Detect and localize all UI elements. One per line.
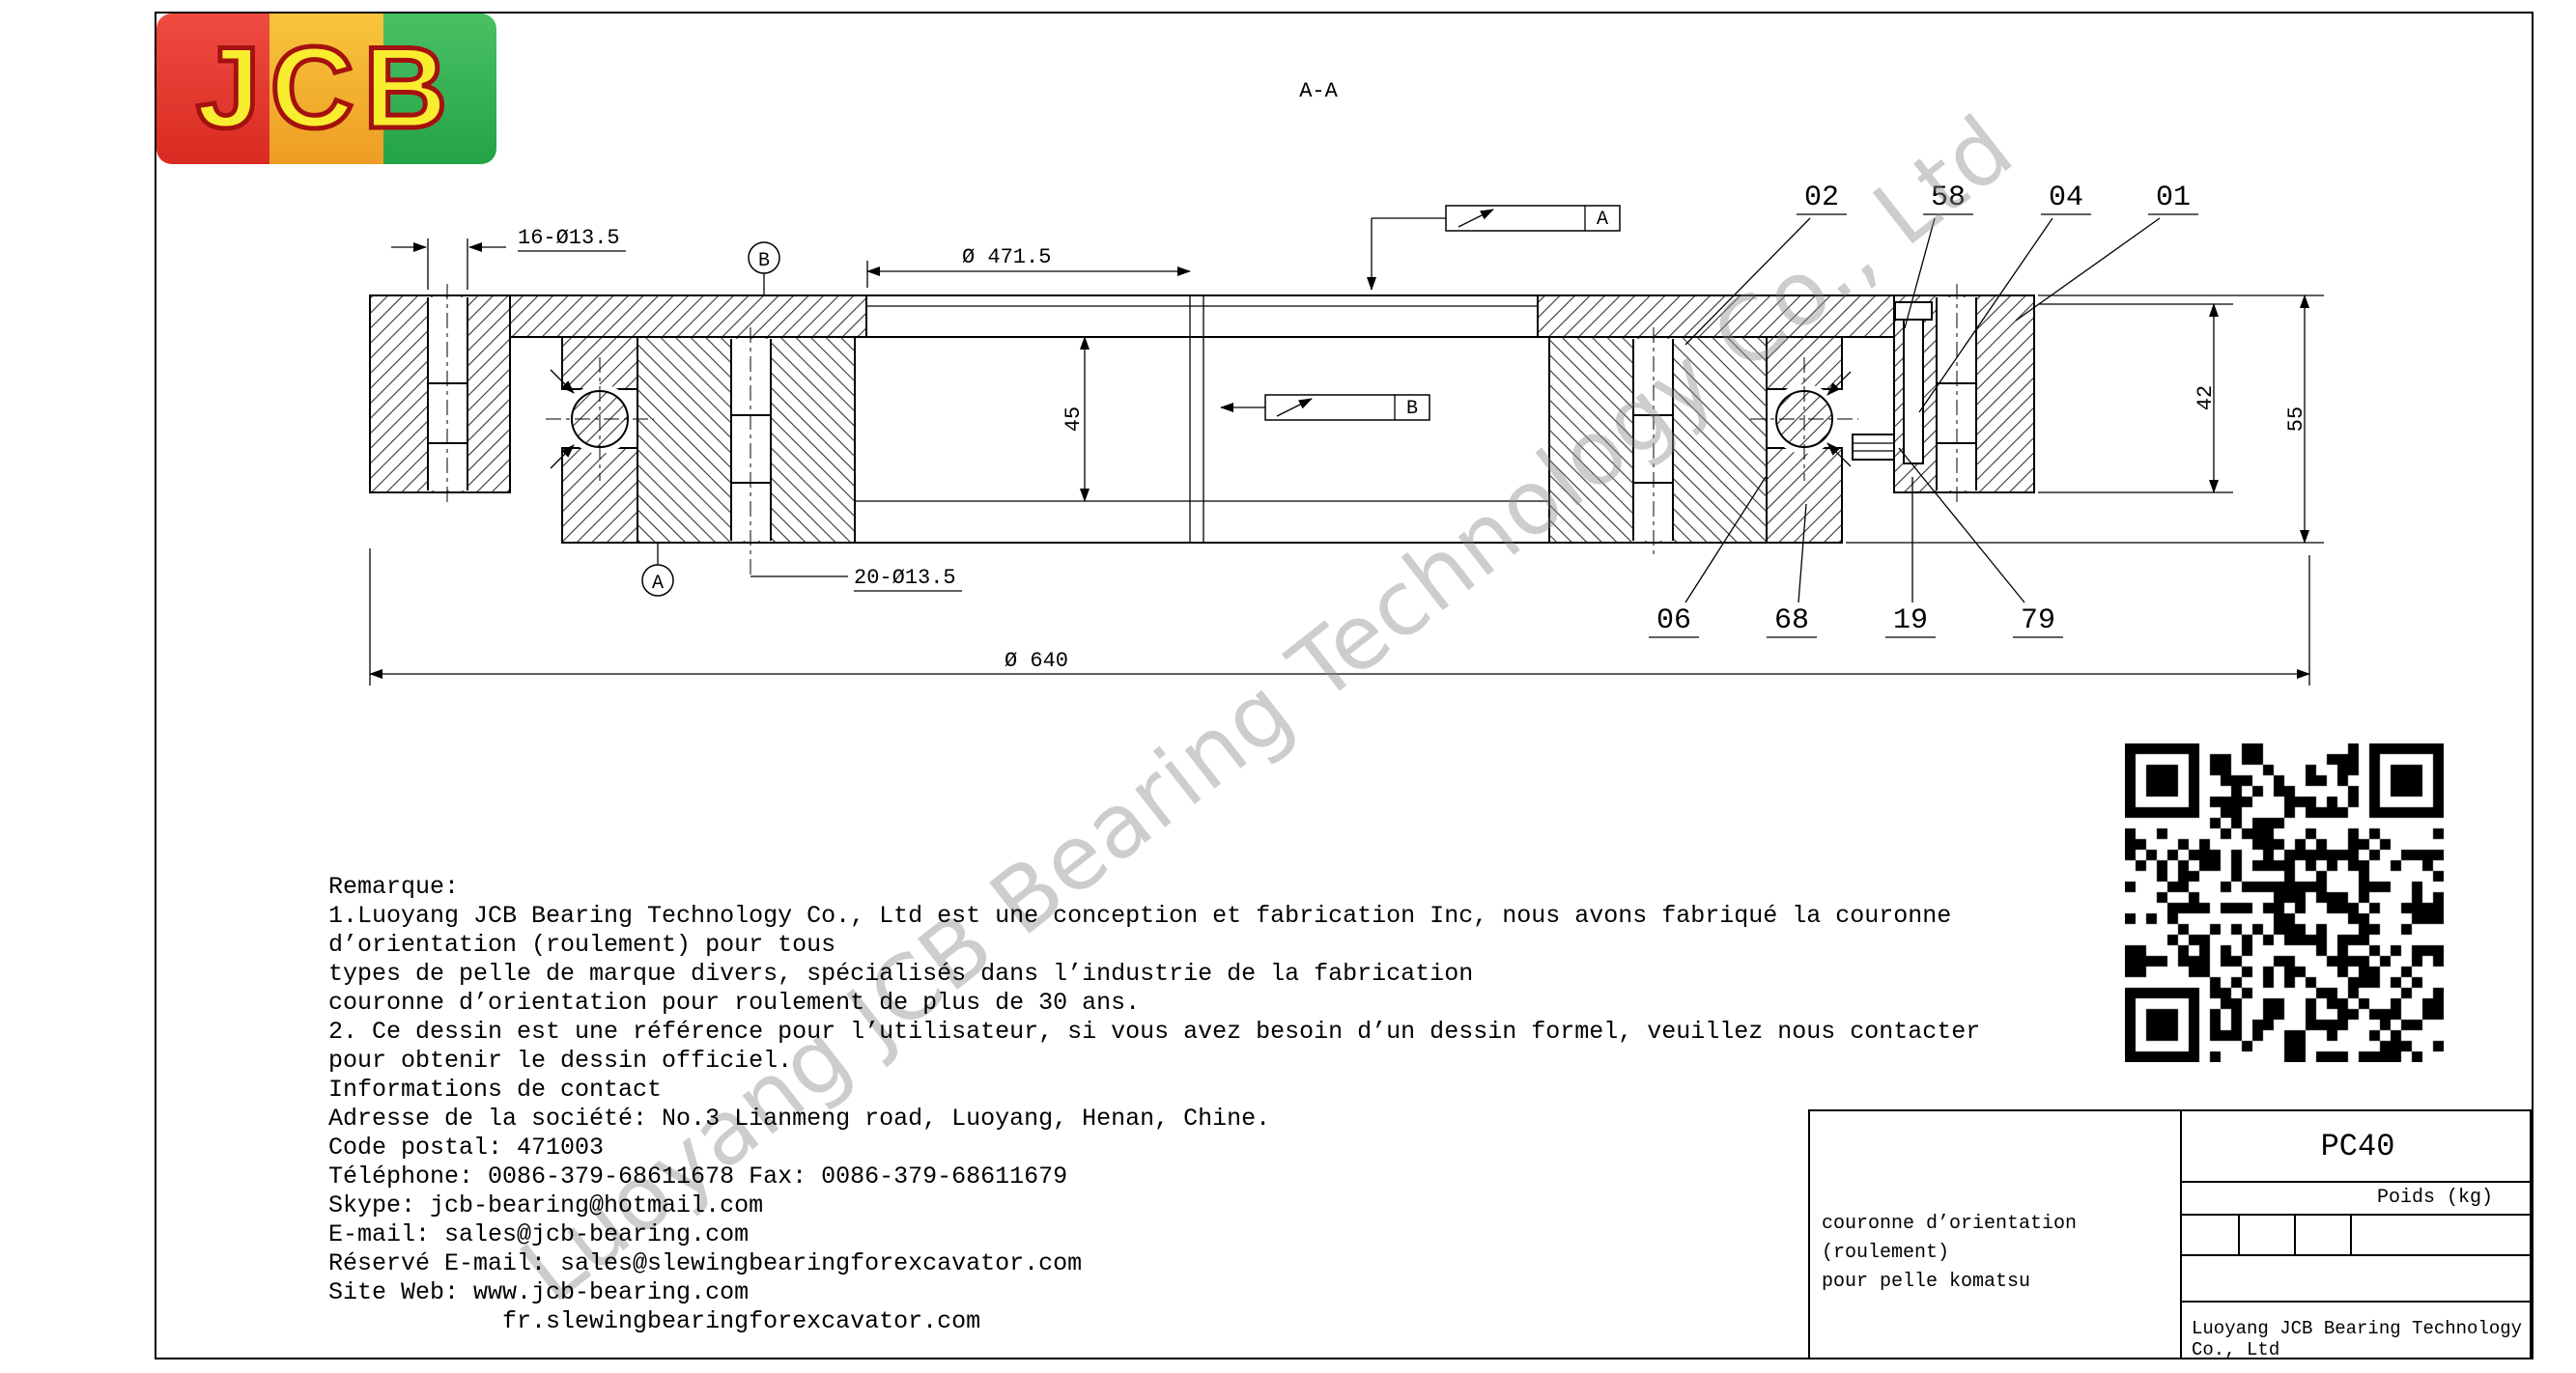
note-line: Réservé E-mail: sales@slewingbearingfore…: [328, 1249, 1083, 1277]
svg-text:04: 04: [2049, 182, 2083, 214]
svg-text:06: 06: [1656, 604, 1691, 637]
svg-text:Ø 640: Ø 640: [1005, 649, 1068, 673]
callout-58: 58: [1904, 182, 1973, 329]
qr-code: [2125, 743, 2444, 1062]
company-cell: Luoyang JCB Bearing Technology Co., Ltd: [2182, 1301, 2534, 1361]
callout-02: 02: [1684, 182, 1847, 346]
svg-text:42: 42: [2194, 385, 2218, 410]
logo-stripe-red: [156, 14, 270, 164]
note-line: fr.slewingbearingforexcavator.com: [328, 1307, 981, 1335]
weight-cell-divider: [2350, 1216, 2352, 1256]
jcb-logo: JCB: [156, 14, 496, 164]
ball-left: [546, 357, 654, 481]
note-line: Skype: jcb-bearing@hotmail.com: [328, 1191, 764, 1219]
svg-text:Ø 471.5: Ø 471.5: [962, 245, 1051, 269]
note-line: Site Web: www.jcb-bearing.com: [328, 1278, 750, 1306]
weight-value-cells: [2182, 1216, 2534, 1256]
svg-text:A: A: [1597, 209, 1608, 231]
description-cell: couronne d’orientation (roulement) pour …: [1810, 1210, 2177, 1297]
logo-text: JCB: [193, 21, 458, 155]
callout-19: 19: [1885, 477, 1936, 638]
dim-bore-dia: Ø 471.5: [866, 245, 1191, 288]
callout-79: 79: [1898, 447, 2063, 638]
section-indicator-a: A: [1367, 205, 1621, 291]
callout-68: 68: [1767, 503, 1817, 638]
note-line: Informations de contact: [328, 1076, 663, 1104]
dim-inner-height: 45: [1062, 336, 1090, 502]
note-line: Téléphone: 0086-379-68611678 Fax: 0086-3…: [328, 1163, 1068, 1191]
svg-text:58: 58: [1931, 182, 1966, 214]
bolt-hole-outer-left: [427, 284, 468, 504]
logo-stripe-green: [382, 14, 496, 164]
note-line: Adresse de la société: No.3 Lianmeng roa…: [328, 1105, 1271, 1133]
svg-text:A: A: [652, 573, 664, 595]
svg-text:19: 19: [1893, 604, 1928, 637]
contact-arrows: [550, 369, 1852, 469]
svg-text:01: 01: [2156, 182, 2191, 214]
note-line: E-mail: sales@jcb-bearing.com: [328, 1220, 750, 1248]
model-cell: PC40: [2182, 1111, 2534, 1183]
title-block: PC40 Poids (kg) Luoyang JCB Bearing Tech…: [1808, 1109, 2534, 1361]
svg-text:16-Ø13.5: 16-Ø13.5: [518, 226, 620, 250]
note-line: couronne d’orientation pour roulement de…: [328, 989, 1141, 1017]
dim-bolt-outer: 16-Ø13.5: [391, 226, 626, 290]
sheet-frame: [155, 12, 2534, 1359]
dim-outer-dia: Ø 640: [369, 548, 2310, 686]
title-block-divider: [2180, 1111, 2182, 1358]
callouts-bottom: 06 68 19 79: [1649, 447, 2063, 638]
note-line: Code postal: 471003: [328, 1134, 605, 1162]
grease-fitting: [1852, 434, 1895, 461]
section-label: A-A: [1299, 79, 1338, 103]
dim-height-42: 42: [2038, 303, 2233, 493]
callout-06: 06: [1649, 476, 1767, 638]
description-line-1: couronne d’orientation (roulement): [1822, 1213, 2078, 1264]
svg-text:45: 45: [1062, 406, 1086, 432]
svg-text:02: 02: [1804, 182, 1839, 214]
section-indicator-b: B: [1220, 394, 1430, 421]
svg-text:55: 55: [2284, 406, 2308, 432]
note-line: d’orientation (roulement) pour tous: [328, 931, 836, 959]
bolt-hole-outer-right: [1936, 284, 1977, 504]
datum-b: B: [748, 241, 780, 295]
bolt-hole-inner-left: [730, 327, 772, 576]
dim-bolt-inner: 20-Ø13.5: [750, 566, 962, 592]
svg-text:68: 68: [1774, 604, 1809, 637]
note-line: 2. Ce dessin est une référence pour l’ut…: [328, 1018, 1981, 1046]
callouts-top: 02 58 04 01: [1684, 182, 2198, 413]
note-line: types de pelle de marque divers, spécial…: [328, 960, 1474, 988]
weight-cell-divider: [2294, 1216, 2296, 1256]
bolt-hole-inner-right: [1632, 327, 1674, 554]
logo-stripe-gold: [269, 14, 383, 164]
weight-label: Poids (kg): [2182, 1183, 2534, 1216]
dim-height-55: 55: [1846, 294, 2324, 544]
notes-block: Remarque: 1.Luoyang JCB Bearing Technolo…: [328, 873, 1980, 1336]
ring-outlines: [370, 294, 2034, 544]
note-line: Remarque:: [328, 873, 460, 901]
svg-text:79: 79: [2021, 604, 2055, 637]
svg-text:B: B: [758, 250, 770, 272]
callout-04: 04: [1918, 182, 2091, 413]
note-line: 1.Luoyang JCB Bearing Technology Co., Lt…: [328, 902, 1952, 930]
datum-a: A: [641, 543, 674, 597]
ball-right: [1750, 357, 1858, 481]
callout-01: 01: [2015, 182, 2198, 322]
weight-cell-divider: [2238, 1216, 2240, 1256]
svg-text:20-Ø13.5: 20-Ø13.5: [854, 566, 956, 590]
note-line: pour obtenir le dessin officiel.: [328, 1047, 793, 1075]
taper-pin: [1894, 301, 1933, 464]
description-line-2: pour pelle komatsu: [1822, 1271, 2031, 1293]
svg-text:B: B: [1406, 398, 1418, 420]
